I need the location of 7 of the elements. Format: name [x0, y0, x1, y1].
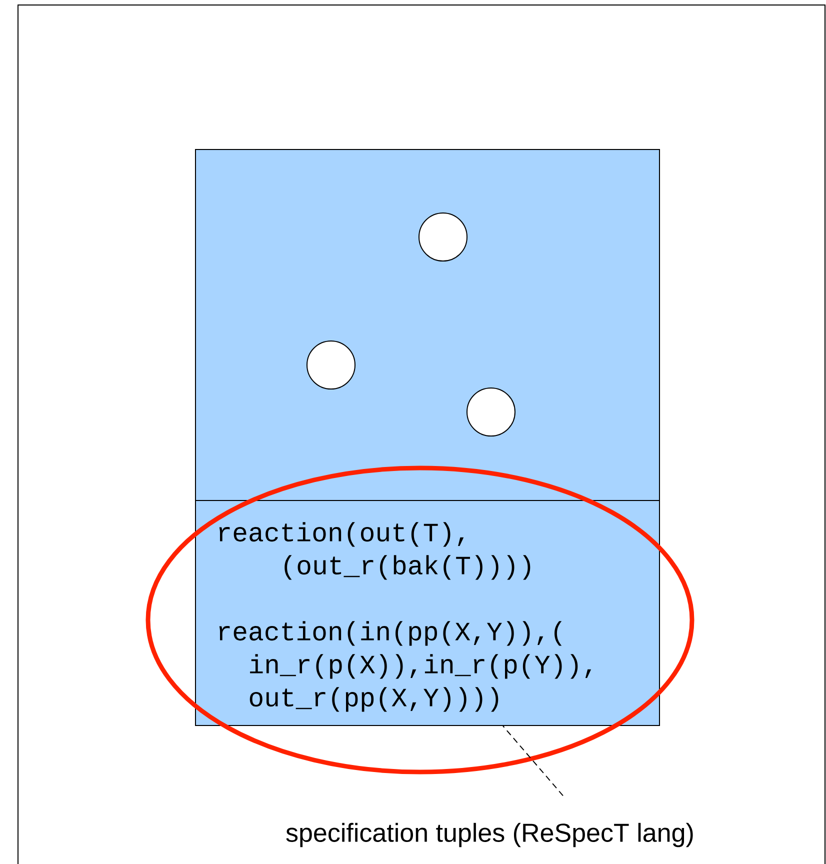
tuple-circle [466, 388, 516, 436]
tuple-space-box [195, 149, 660, 501]
leader-line [502, 726, 564, 796]
caption-label: specification tuples (ReSpecT lang) [286, 822, 693, 848]
tuple-circle [418, 212, 468, 262]
tuple-circle [306, 340, 356, 390]
code-box: reaction(out(T), (out_r(bak(T)))) reaction(in(pp(X,Y)),( in_r(p(X)),in_r(p(Y)), out_r(pp(X,Y)))) [195, 500, 660, 726]
